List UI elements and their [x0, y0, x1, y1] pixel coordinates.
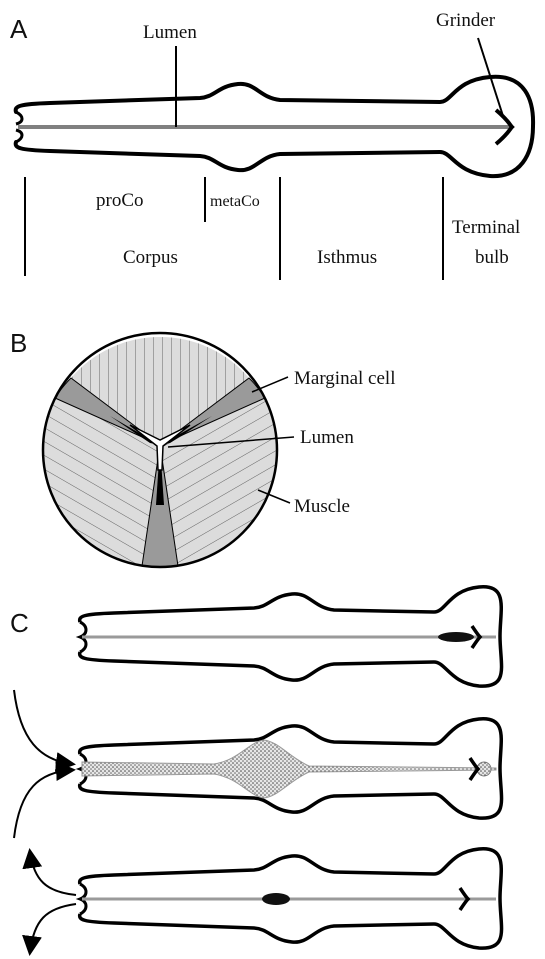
pharynx-c2: [80, 719, 502, 818]
mouth-lower: [16, 130, 22, 142]
label-lumen-a: Lumen: [143, 22, 197, 43]
label-marginal-cell: Marginal cell: [294, 368, 395, 389]
inflow-arrow-bottom: [14, 770, 72, 838]
panel-a-letter: A: [10, 14, 28, 44]
mouth-upper: [16, 112, 22, 124]
label-bulb: bulb: [475, 247, 509, 268]
label-metaco: metaCo: [210, 193, 260, 210]
label-muscle: Muscle: [294, 496, 350, 517]
label-lumen-b: Lumen: [300, 427, 354, 448]
label-isthmus: Isthmus: [317, 247, 377, 268]
outflow-arrow-bottom: [30, 904, 76, 952]
pharynx-c1: [80, 587, 502, 686]
label-corpus: Corpus: [123, 247, 178, 268]
outflow-arrow-top: [30, 852, 76, 895]
label-proco: proCo: [96, 190, 144, 211]
panel-a: A Lumen Grinder proCo metaCo Corpus Isth…: [10, 10, 533, 280]
pharynx-c3: [80, 849, 502, 948]
label-grinder: Grinder: [436, 10, 496, 31]
panel-b: B Marginal cell Lumen Muscle: [10, 328, 395, 567]
label-terminal: Terminal: [452, 217, 520, 238]
panel-b-letter: B: [10, 328, 27, 358]
panel-c-letter: C: [10, 608, 29, 638]
panel-c: C: [10, 587, 502, 952]
inflow-arrow-top: [14, 690, 72, 764]
